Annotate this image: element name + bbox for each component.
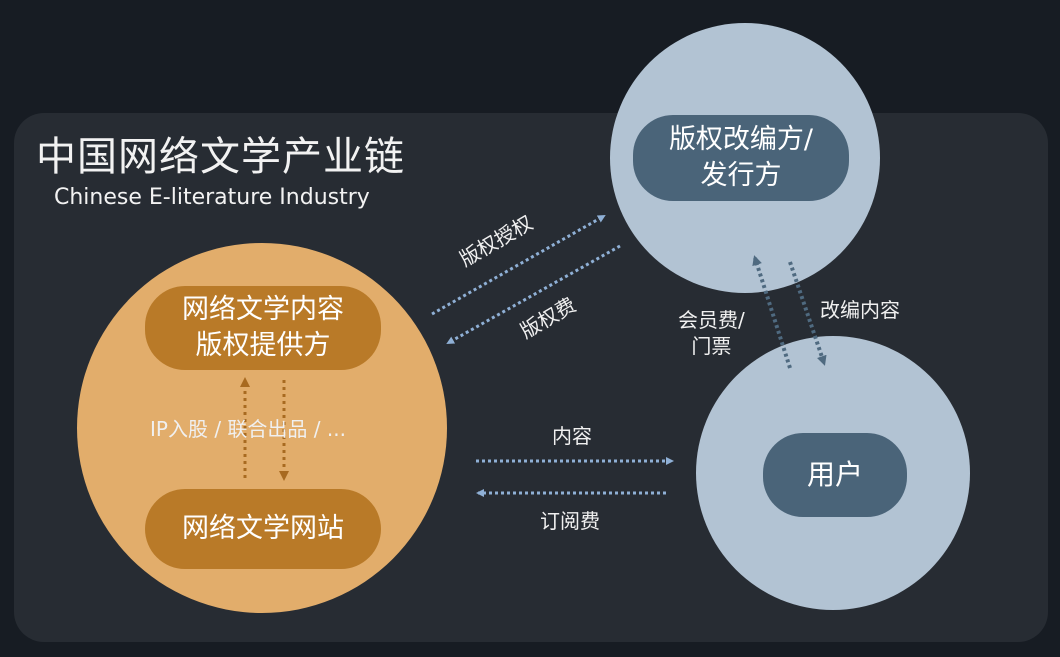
provider-node: 网络文学内容 版权提供方 bbox=[145, 286, 381, 370]
adapter-node: 版权改编方/ 发行方 bbox=[633, 115, 849, 201]
diagram-subtitle: Chinese E-literature Industry bbox=[54, 185, 370, 210]
membership-fee-arrow bbox=[752, 255, 792, 369]
website-node: 网络文学网站 bbox=[145, 489, 381, 569]
ip-relation-label: IP入股 / 联合出品 / ... bbox=[150, 417, 346, 441]
user-node: 用户 bbox=[763, 433, 907, 517]
license-fee-arrow bbox=[446, 244, 621, 345]
content-label: 内容 bbox=[552, 424, 592, 448]
diagram-title: 中国网络文学产业链 bbox=[36, 134, 405, 180]
license-arrow bbox=[431, 214, 606, 316]
membership-fee-label: 会员费/ 门票 bbox=[678, 308, 745, 358]
adapted-content-label: 改编内容 bbox=[820, 298, 900, 322]
subscription-fee-label: 订阅费 bbox=[540, 509, 600, 533]
